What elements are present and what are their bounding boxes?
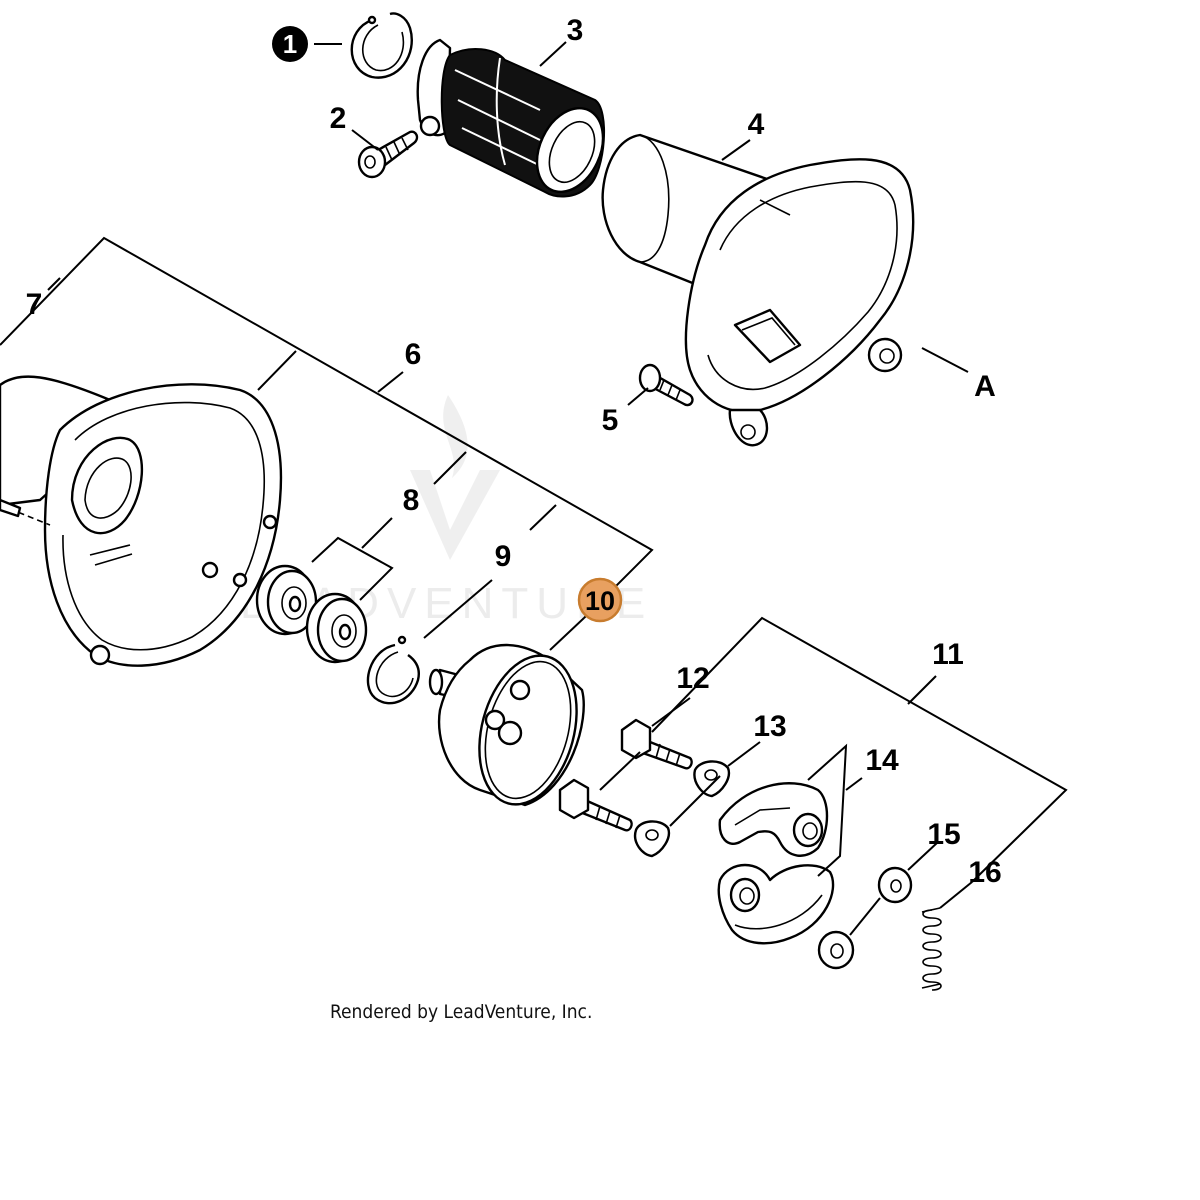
part-washer-15b[interactable] [817,930,855,970]
callout-9[interactable]: 9 [495,540,512,573]
callout-1-label: 1 [283,29,297,59]
callout-5[interactable]: 5 [602,404,619,437]
callout-11[interactable]: 11 [932,638,964,671]
part-washer-13b[interactable] [633,820,671,858]
part-clutch-housing-6[interactable] [0,375,283,667]
leader-lines [0,41,1068,936]
part-screw-2[interactable] [357,130,419,179]
callout-7[interactable]: 7 [26,288,43,321]
callout-4[interactable]: 4 [748,108,765,141]
callout-10-highlighted[interactable]: 10 [577,577,623,623]
part-clutch-shoe-14b[interactable] [717,863,835,945]
callout-8[interactable]: 8 [403,484,420,517]
part-screw-5[interactable] [638,363,694,407]
part-clutch-drum-10[interactable] [428,643,592,816]
part-washer-13a[interactable] [693,760,731,798]
callout-10-label: 10 [585,586,615,616]
part-sleeve-3[interactable] [416,38,616,203]
callout-1[interactable]: 1 [272,26,308,62]
part-clutch-shoe-14a[interactable] [718,782,829,857]
part-bolt-12b[interactable] [558,778,633,832]
part-circlip-9[interactable] [366,635,420,705]
callout-16[interactable]: 16 [968,856,1001,889]
part-circlip-1[interactable] [350,12,413,79]
callout-13[interactable]: 13 [753,710,786,743]
part-washer-15a[interactable] [877,866,913,904]
callout-14[interactable]: 14 [865,744,899,777]
callout-15[interactable]: 15 [927,818,960,851]
part-bearing-8b[interactable] [305,592,368,664]
callout-3[interactable]: 3 [567,14,584,47]
callout-1-bullet [272,26,308,62]
callout-12[interactable]: 12 [676,662,709,695]
render-credit: Rendered by LeadVenture, Inc. [330,1001,592,1023]
part-spring-16[interactable] [921,907,942,991]
callout-6[interactable]: 6 [405,338,422,371]
part-bolt-12a[interactable] [620,718,693,770]
part-housing-4[interactable] [601,133,915,447]
callout-A[interactable]: A [974,370,996,403]
part-bearing-8a[interactable] [255,564,318,636]
callout-2[interactable]: 2 [330,102,347,135]
callout-10-highlight-circle [577,577,623,623]
